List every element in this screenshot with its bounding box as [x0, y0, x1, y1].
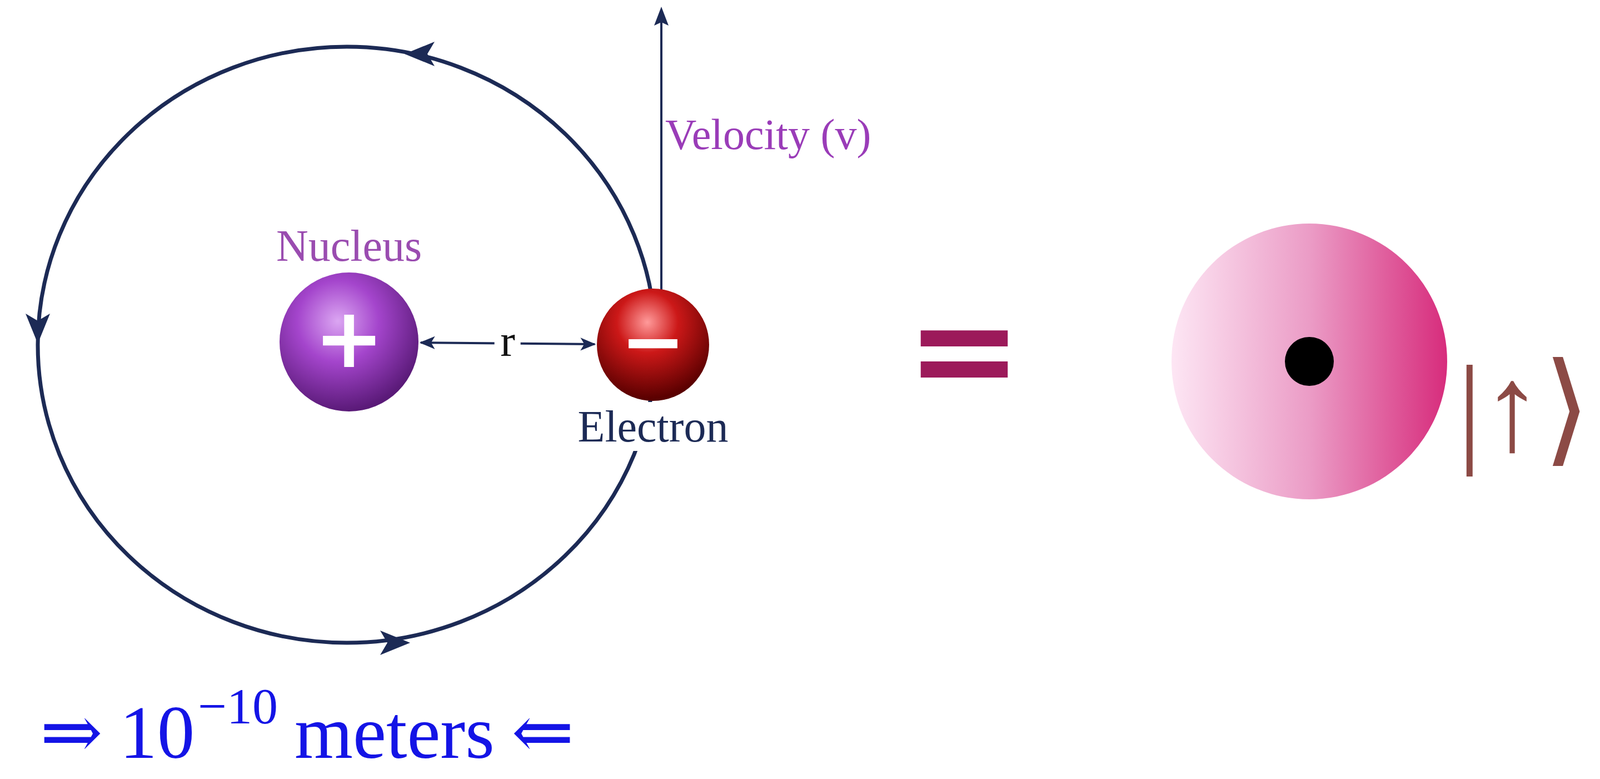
- scale-unit: meters: [294, 691, 495, 775]
- velocity-arrowhead: [654, 6, 669, 26]
- equals-sign: =: [905, 272, 1023, 426]
- charge-sign: −: [620, 298, 686, 385]
- velocity-arrow: [660, 16, 663, 291]
- scale-arrow: ⇐: [511, 691, 575, 775]
- scale-number: 10: [119, 691, 195, 775]
- orbit-arrowhead: [404, 41, 435, 67]
- spin-ket: |↑⟩: [1457, 341, 1591, 476]
- orbit-arrowhead: [25, 313, 51, 344]
- charge-sign: +: [313, 292, 385, 385]
- electron-circle: −Electron: [596, 288, 710, 401]
- electron-circle-fill: [596, 288, 710, 401]
- nucleus-circle: Nucleus+: [279, 272, 419, 412]
- electron-label: Electron: [574, 401, 732, 451]
- orbit-path: [37, 46, 656, 643]
- radius-label: r: [494, 315, 521, 365]
- point-particle: [1284, 336, 1334, 386]
- scale-exponent: −10: [197, 678, 278, 735]
- nucleus-label: Nucleus: [276, 221, 422, 271]
- velocity-label: Velocity (v): [665, 110, 871, 159]
- nucleus-circle-fill: [279, 272, 419, 412]
- scale-arrow: ⇒: [40, 691, 103, 775]
- electron-cloud: [1171, 223, 1448, 500]
- orbit-arrowhead: [380, 630, 411, 655]
- scale-line: ⇒10−10meters⇐: [40, 691, 575, 775]
